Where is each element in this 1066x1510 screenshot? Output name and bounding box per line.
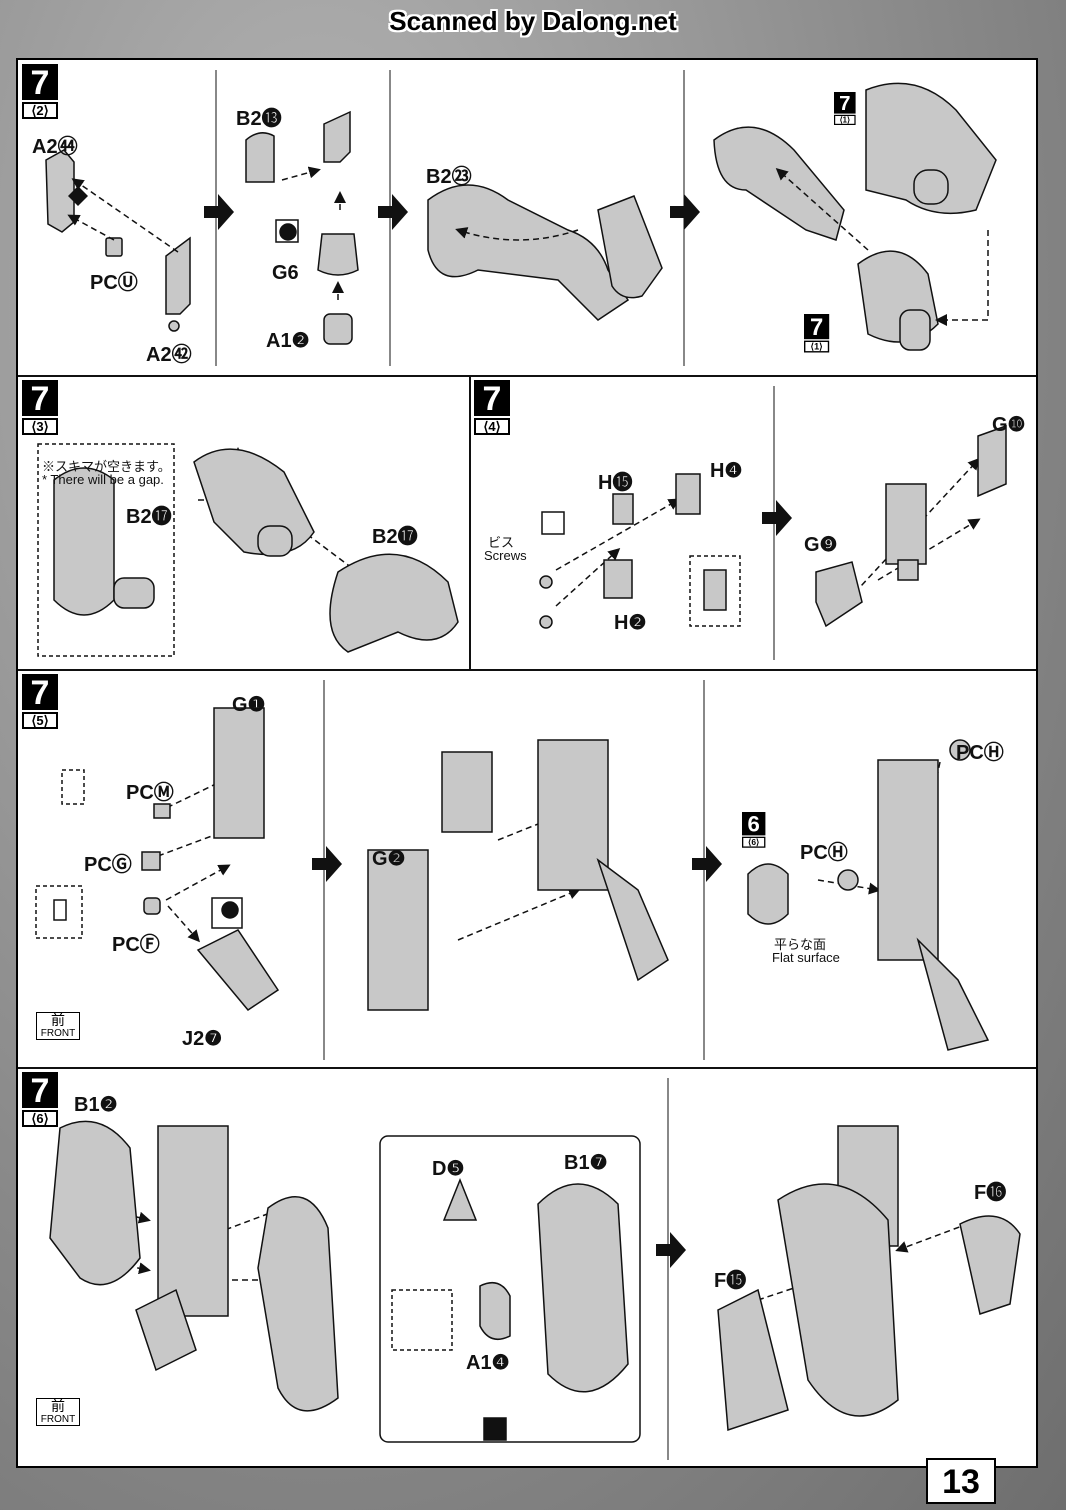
part-label: G❶ [232, 694, 266, 716]
part-label: PCⒻ [112, 934, 160, 956]
step-sub: ⟨1⟩ [834, 114, 856, 125]
screws-label-jp: ビス [488, 535, 515, 550]
part-label: F⓯ [714, 1270, 747, 1292]
step-ref-6-6: 6⟨6⟩ [742, 812, 766, 848]
part-label: PCⓂ [126, 782, 174, 804]
step-badge-7-5: 7⟨5⟩ [22, 674, 58, 729]
step-number: 7 [474, 380, 510, 416]
part-label: J2❼ [182, 1028, 223, 1050]
part-label: H⓯ [598, 472, 633, 494]
step-sub: ⟨4⟩ [474, 418, 510, 435]
part-label: B2⓱ [372, 526, 418, 548]
step-badge-7-2: 7⟨2⟩ [22, 64, 58, 119]
step-number: 7 [22, 1072, 58, 1108]
step-number: 7 [22, 380, 58, 416]
part-label: B1❷ [74, 1094, 118, 1116]
step-sub: ⟨3⟩ [22, 418, 58, 435]
watermark: Scanned by Dalong.net [389, 6, 677, 36]
part-label: B2⓭ [236, 108, 282, 130]
part-label: B2㉓ [426, 166, 472, 188]
part-label: PCⒼ [84, 854, 132, 876]
instruction-sheet: 7⟨2⟩ 7⟨3⟩ 7⟨4⟩ 7⟨5⟩ 7⟨6⟩ 7⟨1⟩ 7⟨1⟩ 6⟨6⟩ … [16, 58, 1038, 1468]
flow-arrows [204, 194, 792, 1268]
part-label: F⓰ [974, 1182, 1007, 1204]
part-label: H❹ [710, 460, 743, 482]
step-ref-7-1: 7⟨1⟩ [834, 92, 856, 125]
step-sub: ⟨6⟩ [22, 1110, 58, 1127]
step-sub: ⟨5⟩ [22, 712, 58, 729]
front-indicator-jp: 前 [51, 1012, 65, 1028]
step-badge-7-3: 7⟨3⟩ [22, 380, 58, 435]
step-number: 7 [834, 92, 856, 114]
step-sub: ⟨6⟩ [742, 836, 766, 848]
front-indicator-jp: 前 [51, 1398, 65, 1414]
parts-step-7-6 [49, 1120, 1021, 1443]
step-ref-7-1: 7⟨1⟩ [804, 314, 830, 353]
front-indicator-en: FRONT [40, 1028, 76, 1040]
part-label: A2㊷ [146, 344, 192, 366]
flat-surface-en: Flat surface [772, 950, 840, 965]
step-badge-7-6: 7⟨6⟩ [22, 1072, 58, 1127]
part-label: D❺ [432, 1158, 465, 1180]
assembly-diagrams [18, 70, 1036, 1460]
gap-note-jp: ※スキマが空きます。 [42, 459, 171, 474]
step-number: 7 [22, 64, 58, 100]
part-label: PCⒽ [956, 742, 1004, 764]
page-number: 13 [926, 1458, 996, 1504]
part-label: G❿ [992, 414, 1026, 436]
part-label: A2㊹ [32, 136, 78, 158]
part-label: A1❷ [266, 330, 310, 352]
flat-surface-jp: 平らな面 [774, 937, 827, 952]
parts-step-7-2 [45, 82, 997, 351]
gap-note-en: * There will be a gap. [42, 472, 164, 487]
part-label: G6 [272, 262, 299, 284]
step-number: 7 [22, 674, 58, 710]
part-label: A1❹ [466, 1352, 510, 1374]
part-label: H❷ [614, 612, 647, 634]
screws-label-en: Screws [484, 548, 527, 563]
step-sub: ⟨2⟩ [22, 102, 58, 119]
step-number: 7 [804, 314, 830, 340]
part-label: B2⓱ [126, 506, 172, 528]
parts-step-7-3 [37, 443, 459, 657]
step-number: 6 [742, 812, 766, 836]
step-sub: ⟨1⟩ [804, 340, 830, 353]
front-indicator-en: FRONT [40, 1414, 76, 1426]
parts-step-7-4 [539, 424, 1007, 629]
part-label: PCⓊ [90, 272, 138, 294]
part-label: PCⒽ [800, 842, 848, 864]
part-label: G❾ [804, 534, 838, 556]
parts-step-7-5 [35, 707, 990, 1051]
part-label: B1❼ [564, 1152, 608, 1174]
part-label: G❷ [372, 848, 406, 870]
sequence-markers [68, 186, 88, 206]
step-badge-7-4: 7⟨4⟩ [474, 380, 510, 435]
